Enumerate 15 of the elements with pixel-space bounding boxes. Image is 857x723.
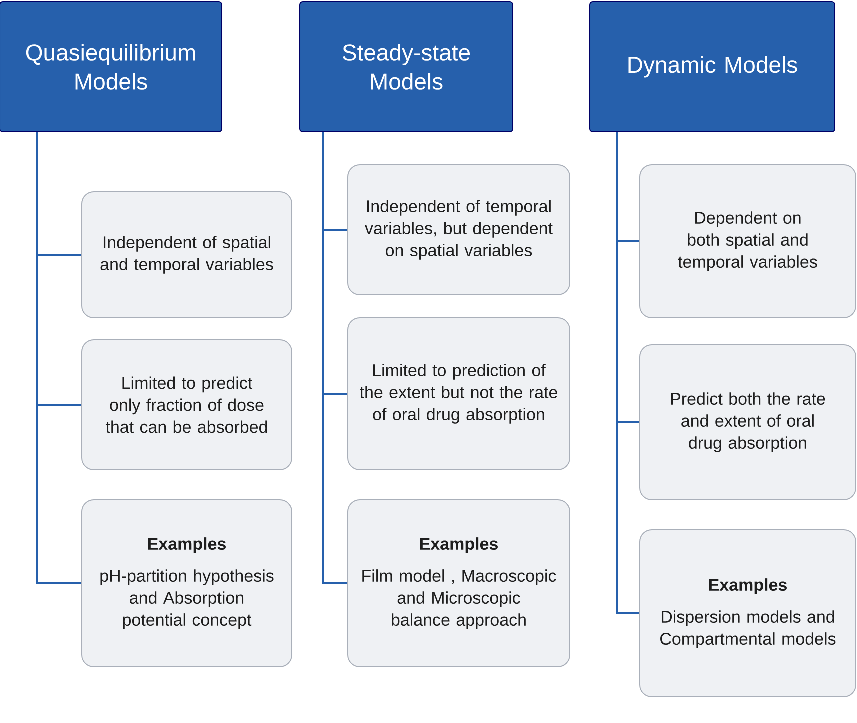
connector-line <box>616 132 640 614</box>
description-box: Independent of temporal variables, but dependent on spatial variables <box>348 164 570 296</box>
heading-box: Quasiequilibrium Models <box>0 2 222 132</box>
description-box: Independent of spatial and temporal variables <box>82 192 292 318</box>
examples-box: Examples Film model , Macroscopic and Microscopic balance approach <box>348 499 570 668</box>
connector-line <box>36 132 82 584</box>
heading-box: Steady-state Models <box>300 2 514 132</box>
description-box: Limited to predict only fraction of dose that can be absorbed <box>82 340 292 470</box>
description-box: Dependent on both spatial and temporal variables <box>640 164 856 318</box>
description-box: Predict both the rate and extent of oral drug absorption <box>640 344 856 500</box>
examples-box: Examples Dispersion models and Compartmental models <box>640 529 856 698</box>
description-box: Limited to prediction of the extent but not the rate of oral drug absorption <box>348 318 570 470</box>
connector-line <box>322 132 348 584</box>
heading-box: Dynamic Models <box>590 2 836 132</box>
examples-box: Examples pH-partition hypothesis and Absorption potential concept <box>82 499 292 668</box>
